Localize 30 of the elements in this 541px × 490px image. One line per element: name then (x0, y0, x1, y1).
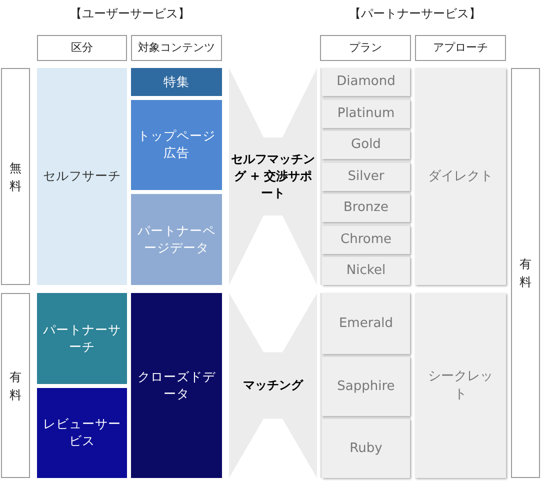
plan-box: Silver (322, 163, 410, 191)
plan-box: Bronze (322, 194, 410, 222)
plan-box: ダイレクト (415, 68, 506, 285)
column-header: アプローチ (415, 35, 506, 61)
service-box: 特集 (131, 68, 222, 96)
section-heading: 【パートナーサービス】 (349, 6, 481, 22)
price-tier-box: 有料 (511, 68, 540, 478)
funnel-shape: セルフマッチング + 交渉サポート (226, 68, 320, 285)
plan-box: シークレット (415, 293, 506, 478)
section-heading: 【ユーザーサービス】 (70, 6, 190, 22)
column-header: 区分 (37, 35, 127, 61)
column-header: プラン (320, 35, 411, 61)
service-box: レビューサービス (37, 388, 127, 478)
service-box: クローズドデータ (131, 293, 222, 478)
service-box: パートナーページデータ (131, 194, 222, 285)
service-box: パートナーサーチ (37, 293, 127, 384)
plan-box: Sapphire (322, 357, 410, 416)
column-header: 対象コンテンツ (131, 35, 222, 61)
price-tier-box: 無料 (1, 68, 30, 285)
plan-box: Ruby (322, 419, 410, 478)
funnel-shape: マッチング (226, 293, 320, 478)
plan-box: Chrome (322, 226, 410, 254)
plan-box: Gold (322, 131, 410, 159)
service-box: セルフサーチ (37, 68, 127, 285)
plan-box: Emerald (322, 293, 410, 354)
plan-box: Nickel (322, 257, 410, 285)
price-tier-box: 有料 (1, 293, 30, 478)
plan-box: Diamond (322, 68, 410, 96)
plan-box: Platinum (322, 100, 410, 128)
service-box: トップページ広告 (131, 100, 222, 190)
